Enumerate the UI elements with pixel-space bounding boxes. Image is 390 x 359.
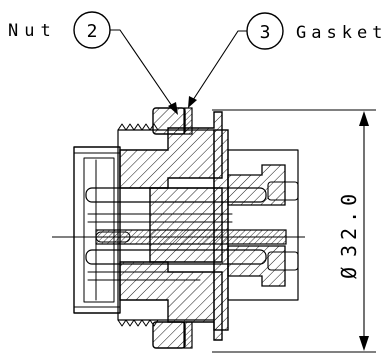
- body-lower-section: [119, 261, 223, 341]
- rear-shell: [227, 149, 299, 301]
- thread-teeth-bottom: [117, 319, 159, 327]
- nut-section-bottom: [152, 321, 186, 349]
- nut-number: 2: [87, 21, 98, 42]
- diameter-symbol: Ø: [337, 267, 361, 279]
- nut-section-top: [152, 107, 186, 135]
- thread-teeth-top: [117, 123, 159, 131]
- contact-sleeve-bottom: [85, 249, 267, 265]
- connector-body: [73, 107, 299, 349]
- gasket-leader-arrow: [188, 96, 197, 108]
- gasket-number: 3: [260, 22, 271, 43]
- dimension-arrow-top: [359, 111, 369, 126]
- body-center-block: [149, 187, 223, 263]
- callout-nut: Nut 2: [8, 11, 178, 115]
- rear-clip-top: [267, 181, 299, 201]
- gasket-leader-line: [192, 30, 248, 101]
- contact-sleeve-top: [85, 187, 267, 203]
- dimension-arrow-bottom: [359, 336, 369, 351]
- gasket-section-top: [183, 107, 193, 135]
- nut-leader-line: [109, 29, 173, 107]
- rear-clip-bottom: [267, 251, 299, 271]
- nut-label: Nut: [8, 21, 57, 41]
- diameter-value: 32.0: [337, 189, 361, 257]
- callout-gasket: 3 Gasket: [188, 12, 387, 108]
- rear-housing-top: [227, 164, 286, 206]
- diameter-dimension: Ø 32.0: [212, 109, 376, 353]
- gasket-label: Gasket: [296, 23, 387, 43]
- gasket-section-bottom: [183, 321, 193, 349]
